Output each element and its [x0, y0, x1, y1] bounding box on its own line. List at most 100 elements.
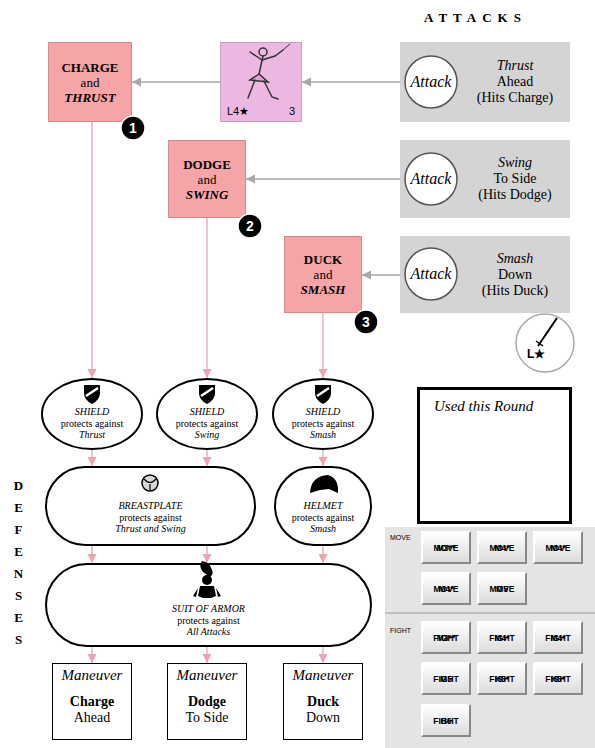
node-text: and: [314, 267, 333, 282]
pill-shape: [275, 467, 371, 545]
oval-shape: [405, 153, 457, 205]
action-button: FIGHTH5*: [533, 662, 583, 695]
armor-body: [198, 586, 216, 598]
node-text: protects against: [292, 512, 354, 524]
action-button: MOVEM4*: [477, 531, 527, 564]
action-panel: MOVEFIGHTMOVEM3**MOVEM4*MOVEM4*MOVEM4*MO…: [385, 527, 595, 748]
shield-stripe: [86, 388, 98, 396]
figure-legs: [248, 80, 278, 99]
node-text: protects against: [177, 615, 239, 627]
shield-stripe: [317, 388, 329, 396]
node-text: protects against: [61, 418, 123, 430]
oval-shape: [42, 379, 142, 449]
action-button: MOVEM4*: [533, 531, 583, 564]
action-button: FIGHTM4*: [533, 621, 583, 654]
flow-arrow: [91, 647, 92, 663]
maneuver-result-box: ManeuverChargeAhead: [52, 663, 132, 740]
attack-panel: SwingTo Side(Hits Dodge)Attack: [400, 140, 570, 218]
node-text: M4*: [550, 543, 565, 553]
flow-arrow: [322, 313, 323, 378]
flow-arrow: [206, 218, 207, 378]
node-text: Maneuver: [177, 667, 238, 684]
node-text: protects against: [292, 418, 354, 430]
shield-icon: [84, 385, 100, 404]
shield-stripe: [201, 388, 213, 396]
maneuver-box: DUCKandSMASH: [284, 236, 362, 313]
action-button: MOVEM3**: [421, 531, 471, 564]
node-text: 3: [289, 105, 295, 117]
attack-panel: ThrustAhead(Hits Charge)Attack: [400, 42, 570, 122]
node-text: To Side: [186, 710, 229, 726]
action-button: FIGHTH5*: [477, 662, 527, 695]
node-text: Thrust: [79, 429, 105, 441]
node-text: Smash: [310, 523, 336, 535]
armor-arms: [193, 588, 221, 597]
node-text: Duck: [307, 694, 339, 710]
action-button: FIGHTM4*: [477, 621, 527, 654]
flow-arrow: [91, 122, 92, 378]
counter-figure: [248, 44, 290, 99]
flow-arrow: [206, 546, 207, 563]
node-text: Attack: [411, 74, 452, 90]
node-text: Attack: [411, 266, 452, 282]
figure-arms: [250, 50, 283, 60]
attack-circle: Attack: [404, 55, 458, 109]
oval-shape: [405, 248, 457, 300]
sword-guard: [536, 341, 543, 346]
weapon-circle: L★: [515, 313, 575, 373]
node-text: Swing: [498, 155, 532, 171]
oval-shape: [516, 314, 574, 372]
oval-shape: [157, 379, 257, 449]
figure-skirt: [250, 74, 268, 82]
node-text: All Attacks: [187, 626, 230, 638]
node-text: Thrust and Swing: [115, 523, 186, 535]
action-button: MOVEM4*: [421, 572, 471, 605]
node-text: Smash: [497, 251, 534, 267]
flow-arrow: [362, 274, 400, 275]
shield-icon: [315, 385, 331, 404]
node-text: (Hits Dodge): [478, 187, 552, 203]
node-text: L4★: [227, 105, 249, 118]
node-text: M4*: [494, 543, 509, 553]
node-text: Swing: [195, 429, 219, 441]
action-button: MOVEM5: [477, 572, 527, 605]
armor-head: [202, 575, 212, 585]
node-text: protects against: [119, 512, 181, 524]
pill-shape: [46, 467, 255, 545]
shield-shape: [84, 385, 100, 404]
node-text: Down: [306, 710, 340, 726]
armor-icon: [193, 561, 221, 598]
flow-arrow: [322, 647, 323, 663]
figure-blade: [283, 44, 290, 50]
node-text: M5: [496, 584, 508, 594]
node-text: BREASTPLATE: [118, 500, 182, 512]
node-text: SHIELD: [75, 406, 109, 418]
oval-outline: [515, 313, 575, 373]
breastplate-icon: [142, 475, 158, 491]
node-text: THRUST: [64, 90, 115, 105]
node-text: SUIT OF ARMOR: [172, 603, 245, 615]
used-box: Used this Round: [417, 387, 572, 524]
breastplate-shape: [142, 475, 158, 491]
flow-arrow: [132, 81, 220, 82]
oval-shape: [273, 379, 373, 449]
shield-shape: [199, 385, 215, 404]
attack-circle: Attack: [404, 247, 458, 301]
section-heading: ATTACKS: [424, 10, 527, 26]
node-text: Used this Round: [434, 398, 533, 415]
node-text: H5*: [495, 674, 509, 684]
node-text: Thrust: [497, 58, 534, 74]
node-text: Ahead: [497, 74, 534, 90]
attack-circle: Attack: [404, 152, 458, 206]
callout-number: 2: [238, 214, 262, 238]
section-heading: DEFENSES: [10, 478, 26, 654]
maneuver-box: CHARGEandTHRUST: [48, 42, 132, 122]
node-text: HELMET: [304, 500, 343, 512]
node-text: M5: [440, 674, 452, 684]
breastplate-lines: [144, 479, 156, 490]
oval-shape: [405, 56, 457, 108]
maneuver-box: DODGEandSWING: [168, 140, 246, 218]
callout-circle: [354, 310, 378, 334]
